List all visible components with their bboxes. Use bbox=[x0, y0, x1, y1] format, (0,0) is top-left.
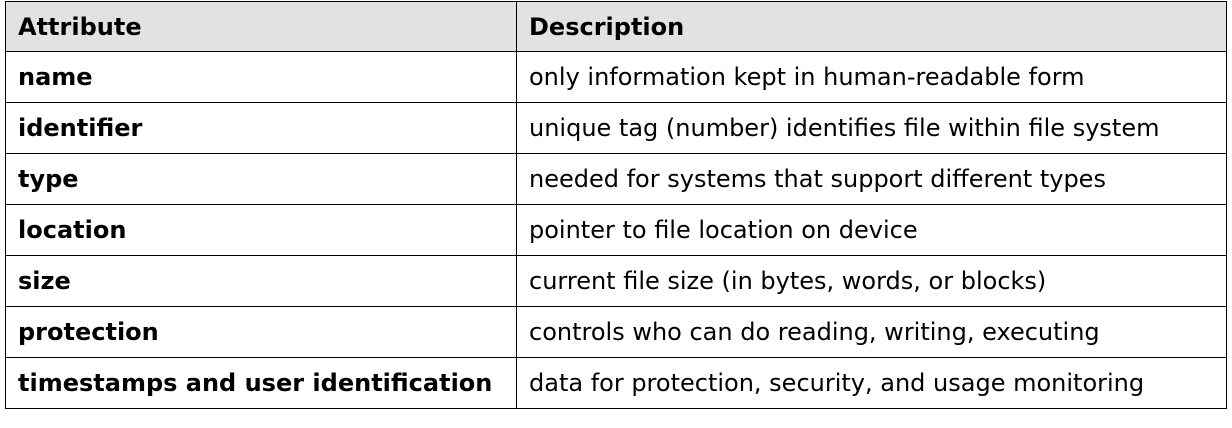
header-description: Description bbox=[516, 1, 1227, 52]
table-row: size current file size (in bytes, words,… bbox=[5, 255, 1227, 307]
description-cell: needed for systems that support differen… bbox=[516, 153, 1227, 205]
attribute-cell: protection bbox=[5, 306, 517, 358]
header-attribute: Attribute bbox=[5, 1, 517, 52]
attribute-cell: type bbox=[5, 153, 517, 205]
description-cell: current file size (in bytes, words, or b… bbox=[516, 255, 1227, 307]
description-cell: pointer to file location on device bbox=[516, 204, 1227, 256]
table-row: protection controls who can do reading, … bbox=[5, 306, 1227, 358]
attribute-cell: location bbox=[5, 204, 517, 256]
file-attributes-table: Attribute Description name only informat… bbox=[5, 1, 1227, 409]
table-row: identifier unique tag (number) identifie… bbox=[5, 102, 1227, 154]
table-header: Attribute Description bbox=[5, 1, 1227, 52]
description-cell: only information kept in human-readable … bbox=[516, 51, 1227, 103]
description-cell: controls who can do reading, writing, ex… bbox=[516, 306, 1227, 358]
table-row: type needed for systems that support dif… bbox=[5, 153, 1227, 205]
attribute-cell: name bbox=[5, 51, 517, 103]
description-cell: unique tag (number) identifies file with… bbox=[516, 102, 1227, 154]
attribute-cell: size bbox=[5, 255, 517, 307]
table-row: name only information kept in human-read… bbox=[5, 51, 1227, 103]
description-cell: data for protection, security, and usage… bbox=[516, 357, 1227, 409]
attribute-cell: timestamps and user identification bbox=[5, 357, 517, 409]
table-body: name only information kept in human-read… bbox=[5, 51, 1227, 409]
header-row: Attribute Description bbox=[5, 1, 1227, 52]
attribute-cell: identifier bbox=[5, 102, 517, 154]
table-row: location pointer to file location on dev… bbox=[5, 204, 1227, 256]
table-row: timestamps and user identification data … bbox=[5, 357, 1227, 409]
